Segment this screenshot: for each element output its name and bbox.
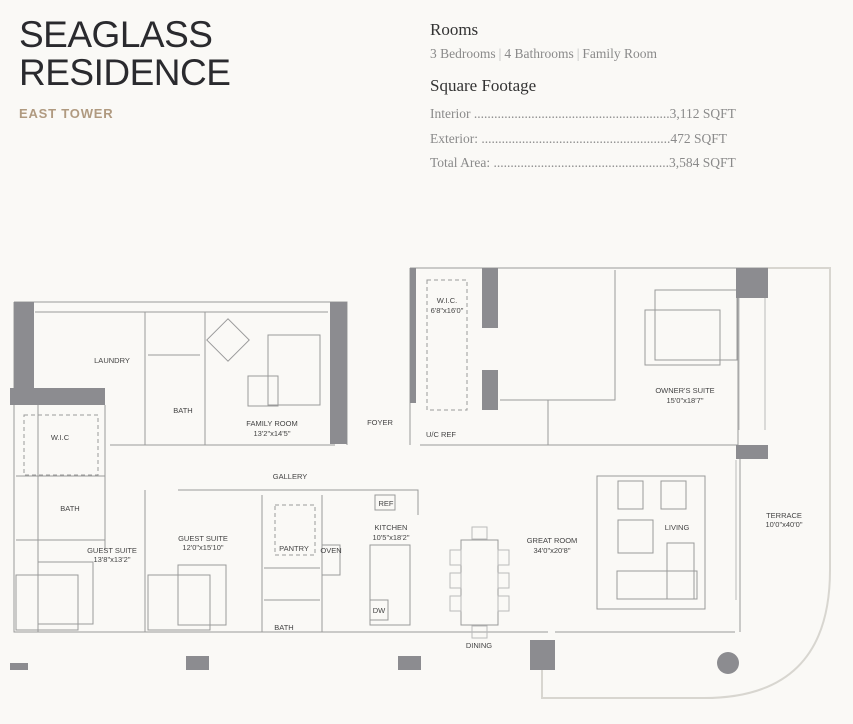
room-label-laundry: LAUNDRY <box>94 356 130 365</box>
separator: | <box>498 46 502 61</box>
room-dims-great-room: 34'0"x20'8" <box>534 546 571 555</box>
separator: | <box>576 46 580 61</box>
room-dims-terrace: 10'0"x40'0" <box>766 520 803 529</box>
room-label-wic-owner: W.I.C. <box>437 296 457 305</box>
room-label-dw: DW <box>373 606 386 615</box>
sqft-value: 3,584 SQFT <box>669 155 736 170</box>
sqft-value: 3,112 SQFT <box>669 106 736 121</box>
room-label-gallery: GALLERY <box>273 472 307 481</box>
sqft-value: 472 SQFT <box>670 130 727 146</box>
room-label-dining: DINING <box>466 641 492 650</box>
sqft-row-exterior: Exterior: ..............................… <box>430 127 760 152</box>
leader-dots: ........................................… <box>470 106 670 121</box>
tower-subtitle: EAST TOWER <box>19 106 114 121</box>
extra-room: Family Room <box>582 46 658 61</box>
sqft-row-interior: Interior ...............................… <box>430 102 760 127</box>
sqft-label: Total Area: <box>430 155 491 170</box>
room-dims-guest-suite-1: 13'8"x13'2" <box>94 555 131 564</box>
room-dims-guest-suite-2: 12'0"x15'10" <box>182 543 223 552</box>
bathrooms-count: 4 Bathrooms <box>504 46 574 61</box>
room-dims-kitchen: 10'5"x18'2" <box>373 533 410 542</box>
room-label-foyer: FOYER <box>367 418 393 427</box>
room-label-ref: REF <box>379 499 394 508</box>
room-label-kitchen: KITCHEN <box>375 523 408 532</box>
room-label-great-room: GREAT ROOM <box>527 536 578 545</box>
room-dims-owners-suite: 15'0"x18'7" <box>667 396 704 405</box>
room-label-owners-suite: OWNER'S SUITE <box>655 386 714 395</box>
leader-dots: ........................................… <box>490 155 670 170</box>
rooms-heading: Rooms <box>430 20 479 39</box>
room-label-terrace: TERRACE <box>766 511 802 520</box>
sqft-label: Interior <box>430 106 471 121</box>
room-label-oven: OVEN <box>320 546 341 555</box>
room-label-guest-suite-2: GUEST SUITE <box>178 534 228 543</box>
room-label-bath-3: BATH <box>274 623 293 632</box>
room-label-family-room: FAMILY ROOM <box>246 419 297 428</box>
room-label-wic-guest: W.I.C <box>51 433 70 442</box>
room-label-uc-ref: U/C REF <box>426 430 456 439</box>
sqft-heading: Square Footage <box>430 76 537 95</box>
room-label-pantry: PANTRY <box>279 544 309 553</box>
rooms-summary: 3 Bedrooms|4 Bathrooms|Family Room <box>430 46 760 62</box>
sqft-row-total: Total Area: ............................… <box>430 151 760 176</box>
room-label-guest-suite-1: GUEST SUITE <box>87 546 137 555</box>
floor-plan: LAUNDRY BATH FAMILY ROOM 13'2"x14'5" FOY… <box>10 267 831 700</box>
room-dims-wic-owner: 6'8"x16'0" <box>431 306 464 315</box>
room-dims-family-room: 13'2"x14'5" <box>254 429 291 438</box>
title-line-1: SEAGLASS <box>19 14 213 55</box>
sqft-label: Exterior: <box>430 130 478 146</box>
leader-dots: ........................................… <box>477 130 671 146</box>
room-label-bath-2: BATH <box>60 504 79 513</box>
room-label-bath-1: BATH <box>173 406 192 415</box>
room-label-living: LIVING <box>665 523 690 532</box>
info-block: Rooms 3 Bedrooms|4 Bathrooms|Family Room… <box>430 20 760 176</box>
title-block: SEAGLASS RESIDENCE EAST TOWER <box>19 14 231 122</box>
title-line-2: RESIDENCE <box>19 52 231 93</box>
bedrooms-count: 3 Bedrooms <box>430 46 496 61</box>
